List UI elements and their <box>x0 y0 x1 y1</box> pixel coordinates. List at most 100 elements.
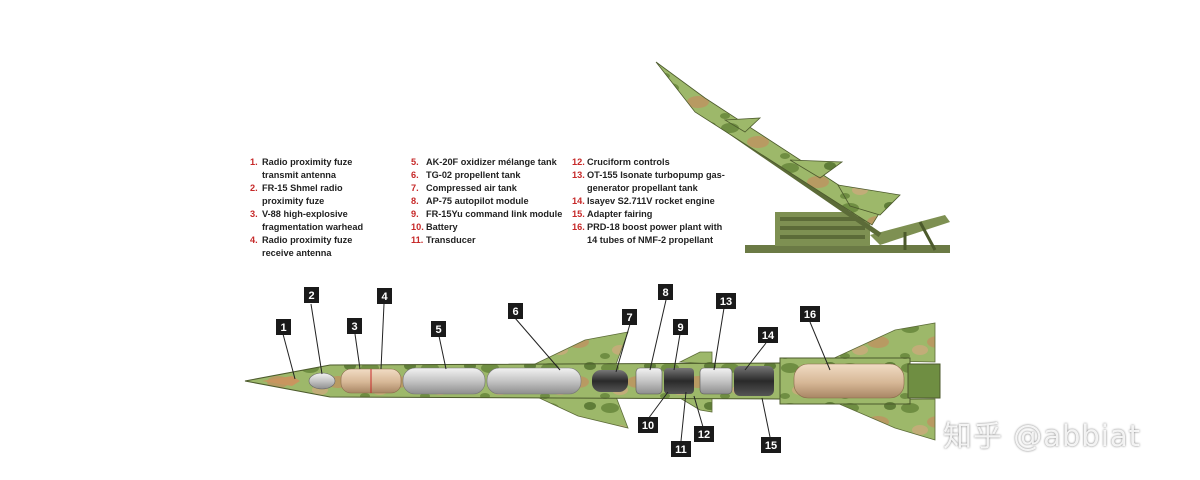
callout-7: 7 <box>622 309 637 325</box>
callout-2: 2 <box>304 287 319 303</box>
legend-label: FR-15 Shmel radio proximity fuze <box>262 183 343 206</box>
callout-10: 10 <box>638 417 658 433</box>
legend-number: 13. <box>572 170 585 180</box>
leader-2 <box>310 303 323 375</box>
legend-item: 13.OT-155 Isonate turbopump gas- generat… <box>572 169 732 195</box>
legend-label: Cruciform controls <box>587 157 670 167</box>
launcher-slat <box>780 226 865 230</box>
callout-label: 3 <box>351 321 357 333</box>
callout-label: 16 <box>804 309 816 321</box>
leader-9 <box>673 333 681 371</box>
callout-6: 6 <box>508 303 523 319</box>
callout-5: 5 <box>431 321 446 337</box>
legend-item: 8. AP-75 autopilot module <box>411 195 571 208</box>
legend-label: Radio proximity fuze transmit antenna <box>262 157 353 180</box>
callout-label: 4 <box>381 291 388 303</box>
callout-label: 6 <box>512 306 518 318</box>
callout-label: 10 <box>642 420 654 432</box>
leader-6 <box>514 317 561 371</box>
callout-label: 8 <box>662 287 668 299</box>
booster-fin-lower <box>829 398 936 441</box>
leader-11 <box>680 391 687 442</box>
legend-number: 9. <box>411 209 419 219</box>
legend-label: AP-75 autopilot module <box>426 196 529 206</box>
part-2-fuze <box>308 372 336 390</box>
callout-label: 14 <box>762 330 775 342</box>
leader-5 <box>438 335 447 370</box>
callout-label: 2 <box>308 290 314 302</box>
launcher-missile-booster-fin <box>837 184 901 216</box>
legend-label: AK-20F oxidizer mélange tank <box>426 157 557 167</box>
legend-number: 1. <box>250 157 258 167</box>
launcher-missile-fin <box>789 159 844 179</box>
legend-label: Radio proximity fuze receive antenna <box>262 235 353 258</box>
leader-7 <box>615 323 631 373</box>
legend-item: 1. Radio proximity fuze transmit antenna <box>250 156 400 182</box>
part-13-turbopump <box>699 367 733 395</box>
leader-12 <box>693 395 704 428</box>
part-16-boost-plant <box>793 363 905 399</box>
legend-number: 6. <box>411 170 419 180</box>
legend-item: 9.FR-15Yu command link module <box>411 208 571 221</box>
callout-boxes: 1 2 3 4 5 6 7 8 9 10 11 12 13 14 15 16 <box>276 284 820 457</box>
launcher-slat <box>780 235 865 239</box>
leader-4 <box>380 303 385 370</box>
callout-label: 12 <box>698 429 710 441</box>
callout-1: 1 <box>276 319 291 335</box>
launcher-strut <box>918 221 937 251</box>
watermark: 知乎 @abbiat <box>943 419 1142 453</box>
callout-4: 4 <box>377 288 392 304</box>
legend-label: Transducer <box>426 235 476 245</box>
legend-label: PRD-18 boost power plant with 14 tubes o… <box>587 222 723 245</box>
leader-8 <box>649 299 667 371</box>
callout-label: 11 <box>675 444 687 456</box>
legend-label: Adapter fairing <box>587 209 653 219</box>
legend-label: Battery <box>426 222 458 232</box>
missile-on-launcher-illustration <box>655 61 950 253</box>
leader-15 <box>761 397 771 438</box>
callout-14: 14 <box>758 327 778 343</box>
launcher-missile-canard <box>723 117 762 133</box>
callout-leaders <box>282 299 831 442</box>
callout-11: 11 <box>671 441 691 457</box>
booster-fin-upper <box>829 322 936 363</box>
legend-number: 11. <box>411 235 424 245</box>
part-8-autopilot <box>635 367 663 395</box>
legend-item: 5.AK-20F oxidizer mélange tank <box>411 156 571 169</box>
legend-item: 4.Radio proximity fuze receive antenna <box>250 234 400 260</box>
part-1-fuze-antenna <box>262 376 300 386</box>
leader-14 <box>744 342 767 371</box>
launcher-slat <box>780 217 865 221</box>
legend-number: 7. <box>411 183 419 193</box>
callout-3: 3 <box>347 318 362 334</box>
legend-label: OT-155 Isonate turbopump gas- generator … <box>587 170 725 193</box>
legend-label: Isayev S2.711V rocket engine <box>587 196 715 206</box>
callout-label: 13 <box>720 296 732 308</box>
legend-label: TG-02 propellent tank <box>426 170 521 180</box>
callout-15: 15 <box>761 437 781 453</box>
legend-number: 8. <box>411 196 419 206</box>
leader-16 <box>809 321 831 371</box>
legend-item: 11.Transducer <box>411 234 571 247</box>
legend-item: 2.FR-15 Shmel radio proximity fuze <box>250 182 400 208</box>
callout-label: 9 <box>677 322 683 334</box>
legend-label: V-88 high-explosive fragmentation warhea… <box>262 209 364 232</box>
leader-1 <box>282 333 296 380</box>
part-14-rocket-engine <box>734 366 774 396</box>
legend-number: 16. <box>572 222 585 232</box>
legend-number: 10. <box>411 222 424 232</box>
missile-cutaway-illustration <box>244 322 941 441</box>
booster-nozzle <box>907 363 941 399</box>
part-9-command-link <box>664 368 694 394</box>
legend-item: 12.Cruciform controls <box>572 156 732 169</box>
part-7-air-tank <box>592 370 628 392</box>
callout-label: 1 <box>280 322 286 334</box>
callout-9: 9 <box>673 319 688 335</box>
control-fin-upper <box>678 351 713 365</box>
leader-3 <box>354 333 361 370</box>
legend-number: 15. <box>572 209 585 219</box>
launcher-arm <box>870 215 950 245</box>
legend-item: 15.Adapter fairing <box>572 208 732 221</box>
